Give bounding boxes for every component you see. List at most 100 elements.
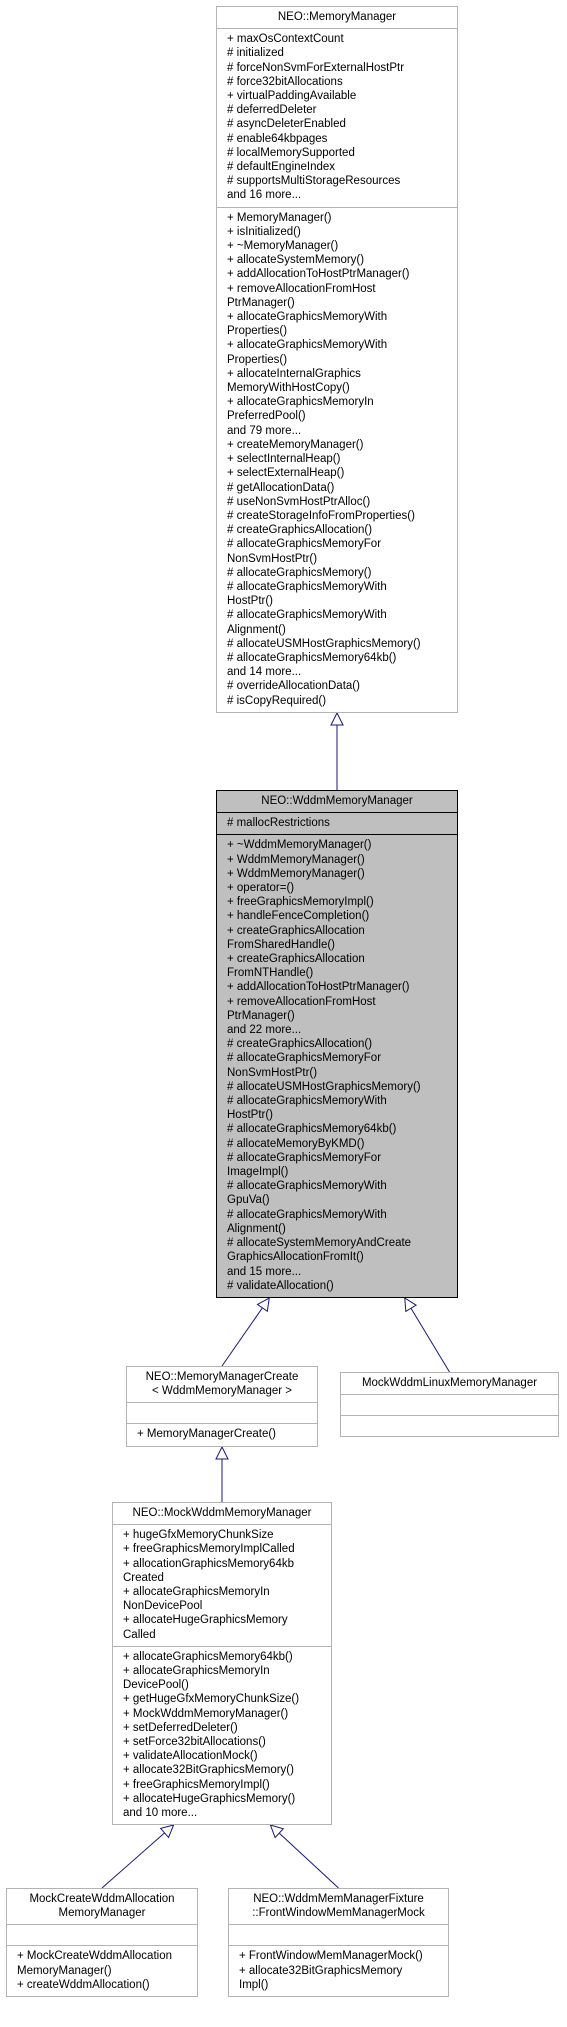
class-name: NEO::WddmMemManagerFixture::FrontWindowM… [229, 1889, 448, 1924]
method-line: and 10 more... [123, 1807, 198, 1820]
method-line: # allocateSystemMemoryAndCreate [227, 1237, 412, 1250]
attribute-line: # asyncDeleterEnabled [227, 118, 346, 131]
attributes-section [229, 1924, 448, 1945]
method-line: # isCopyRequired() [227, 694, 327, 707]
method-line: + allocate32BitGraphicsMemory [239, 1964, 403, 1977]
method-line: # createGraphicsAllocation() [227, 524, 373, 537]
attribute-line: + allocationGraphicsMemory64kb [123, 1557, 294, 1570]
class-name: NEO::WddmMemoryManager [217, 791, 457, 812]
attribute-line: # supportsMultiStorageResources [227, 175, 401, 188]
attribute-line: # forceNonSvmForExternalHostPtr [227, 61, 405, 74]
inheritance-edge [410, 1308, 450, 1373]
method-line: + allocateInternalGraphics [227, 367, 361, 380]
class-box-mock-wddm-memory-manager[interactable]: NEO::MockWddmMemoryManager+ hugeGfxMemor… [112, 1502, 332, 1826]
method-line: + removeAllocationFromHost [227, 282, 376, 295]
method-line: # allocateGraphicsMemoryWith [227, 609, 387, 622]
method-line: + allocateGraphicsMemoryWith [227, 311, 388, 324]
method-line: + allocateSystemMemory() [227, 254, 365, 267]
method-line: + validateAllocationMock() [123, 1750, 258, 1763]
inheritance-edge [278, 1832, 339, 1889]
class-box-memory-manager-create[interactable]: NEO::MemoryManagerCreate< WddmMemoryMana… [126, 1366, 318, 1447]
attribute-line: Called [123, 1628, 156, 1641]
method-line: + MemoryManager() [227, 211, 332, 224]
class-name: NEO::MemoryManager [217, 7, 457, 28]
method-line: + MemoryManagerCreate() [137, 1428, 277, 1441]
attributes-section [7, 1924, 197, 1945]
methods-section: + MemoryManager()+ isInitialized()+ ~Mem… [217, 206, 457, 712]
method-line: + freeGraphicsMemoryImpl() [123, 1778, 270, 1791]
class-name-line: NEO::MemoryManagerCreate [145, 1371, 299, 1383]
attribute-line: # initialized [227, 47, 284, 60]
method-line: + allocateGraphicsMemoryWith [227, 339, 388, 352]
method-line: # allocateGraphicsMemoryFor [227, 538, 382, 551]
method-line: # allocateGraphicsMemoryFor [227, 1052, 382, 1065]
inheritance-edge [101, 1832, 165, 1889]
method-line: + getHugeGfxMemoryChunkSize() [123, 1693, 300, 1706]
class-name: NEO::MockWddmMemoryManager [113, 1503, 331, 1524]
method-line: + createGraphicsAllocation [227, 953, 365, 966]
method-line: + FrontWindowMemManagerMock() [239, 1950, 423, 1963]
class-name-line: MockCreateWddmAllocation [29, 1893, 175, 1905]
class-name-line: < WddmMemoryManager > [152, 1385, 292, 1398]
method-line: # allocateUSMHostGraphicsMemory() [227, 1080, 421, 1093]
method-line: + removeAllocationFromHost [227, 995, 376, 1008]
method-line: Properties() [227, 353, 288, 366]
attribute-line: + maxOsContextCount [227, 33, 344, 46]
method-line: + operator=() [227, 882, 295, 895]
attribute-line: + allocateHugeGraphicsMemory [123, 1614, 288, 1627]
method-line: Impl() [239, 1978, 269, 1991]
class-name-line: NEO::WddmMemManagerFixture [253, 1893, 424, 1905]
method-line: ImageImpl() [227, 1166, 289, 1179]
method-line: + setDeferredDeleter() [123, 1721, 238, 1734]
class-box-mock-wddm-linux-memory-manager[interactable]: MockWddmLinuxMemoryManager [340, 1372, 559, 1438]
methods-section [341, 1415, 558, 1436]
attribute-line: + virtualPaddingAvailable [227, 90, 357, 103]
method-line: HostPtr() [227, 1109, 273, 1122]
inheritance-arrowhead [269, 1824, 285, 1839]
attribute-line: NonDevicePool [123, 1600, 203, 1613]
method-line: and 22 more... [227, 1024, 302, 1037]
inheritance-arrowhead [256, 1297, 270, 1313]
method-line: # allocateGraphicsMemoryWith [227, 1180, 387, 1193]
attribute-line: # defaultEngineIndex [227, 161, 336, 174]
attribute-line: + hugeGfxMemoryChunkSize [123, 1529, 274, 1542]
method-line: # allocateGraphicsMemory64kb() [227, 1123, 397, 1136]
attribute-line: # enable64kbpages [227, 132, 328, 145]
method-line: MemoryWithHostCopy() [227, 382, 350, 395]
class-box-memory-manager[interactable]: NEO::MemoryManager+ maxOsContextCount# i… [216, 6, 458, 713]
methods-section: + FrontWindowMemManagerMock()+ allocate3… [229, 1945, 448, 1996]
method-line: and 15 more... [227, 1265, 302, 1278]
inheritance-edges [101, 711, 450, 1889]
inheritance-arrowhead [404, 1297, 418, 1313]
method-line: Alignment() [227, 1222, 286, 1235]
method-line: # allocateGraphicsMemoryWith [227, 580, 387, 593]
attributes-section: # mallocRestrictions [217, 812, 457, 834]
attribute-line: + freeGraphicsMemoryImplCalled [123, 1543, 295, 1556]
method-line: PreferredPool() [227, 410, 306, 423]
methods-section: + ~WddmMemoryManager()+ WddmMemoryManage… [217, 834, 457, 1297]
method-line: # allocateMemoryByKMD() [227, 1137, 365, 1150]
attribute-line: # force32bitAllocations [227, 75, 343, 88]
method-line: # allocateGraphicsMemoryWith [227, 1095, 387, 1108]
attribute-line: + allocateGraphicsMemoryIn [123, 1586, 270, 1599]
attributes-section [341, 1394, 558, 1415]
method-line: NonSvmHostPtr() [227, 552, 318, 565]
class-name-line: MockWddmLinuxMemoryManager [361, 1377, 538, 1389]
method-line: and 79 more... [227, 424, 302, 437]
method-line: + setForce32bitAllocations() [123, 1736, 266, 1749]
inheritance-edge [221, 1307, 263, 1367]
method-line: and 14 more... [227, 666, 302, 679]
inheritance-arrowhead [159, 1824, 175, 1839]
class-box-front-window-mem-manager-mock[interactable]: NEO::WddmMemManagerFixture::FrontWindowM… [228, 1888, 449, 1998]
method-line: + createMemoryManager() [227, 438, 364, 451]
attribute-line: # deferredDeleter [227, 104, 317, 117]
attributes-section: + hugeGfxMemoryChunkSize+ freeGraphicsMe… [113, 1524, 331, 1646]
method-line: MemoryManager() [17, 1964, 112, 1977]
class-box-wddm-memory-manager[interactable]: NEO::WddmMemoryManager# mallocRestrictio… [216, 790, 458, 1298]
method-line: Properties() [227, 325, 288, 338]
class-name-line: NEO::MockWddmMemoryManager [132, 1507, 312, 1519]
